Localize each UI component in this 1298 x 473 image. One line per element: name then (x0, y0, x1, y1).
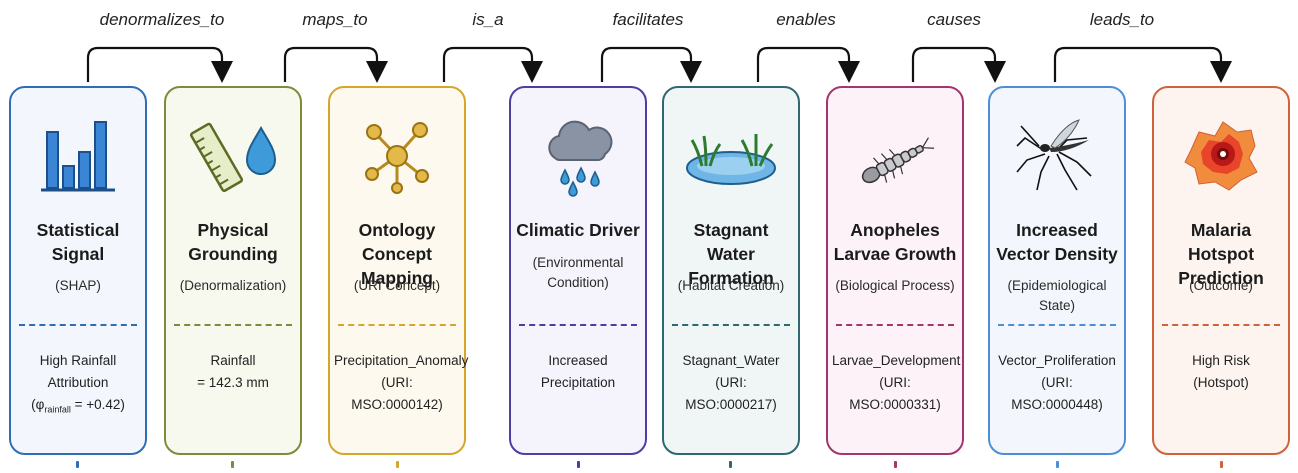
edge-label-denormalizes-to: denormalizes_to (99, 10, 225, 29)
edge-arrow-facilitates (600, 46, 702, 83)
edge-label-facilitates: facilitates (612, 10, 684, 29)
node-title: Malaria Hotspot Prediction (1178, 220, 1264, 288)
node-subtitle: (URI Concept) (353, 278, 441, 293)
node-title: Ontology Concept Mapping (358, 220, 436, 288)
node-subtitle: (SHAP) (55, 278, 101, 293)
node-statistical-signal: Statistical Signal (SHAP) High Rainfall … (9, 86, 147, 455)
node-value: High Risk (Hotspot) (1192, 353, 1250, 390)
node-title: Statistical Signal (36, 220, 120, 264)
divider (519, 324, 637, 326)
edge-arrow-maps-to (283, 46, 388, 83)
node-value: Increased Precipitation (540, 353, 616, 390)
node-value: Precipitation_Anomaly (URI: MSO:0000142) (334, 353, 469, 412)
node-title: Increased Vector Density (996, 220, 1118, 264)
node-subtitle: (Environmental Condition) (532, 255, 624, 290)
marker (76, 461, 79, 468)
marker (1220, 461, 1223, 468)
edge-label-maps-to: maps_to (302, 10, 368, 29)
rain-cloud-icon (511, 100, 645, 210)
marker (729, 461, 732, 468)
heatmap-hotspot-icon (1154, 100, 1288, 210)
concept-graph-icon (330, 100, 464, 210)
node-title: Stagnant Water Formation (688, 220, 774, 288)
node-value: Larvae_Development (URI: MSO:0000331) (832, 353, 961, 412)
edge-arrow-enables (756, 46, 860, 83)
node-subtitle: (Epidemiological State) (1007, 278, 1107, 313)
edge-label-is-a: is_a (472, 10, 504, 29)
edge-label-causes: causes (927, 10, 981, 29)
node-title: Anopheles Larvae Growth (833, 220, 957, 264)
mosquito-icon (990, 100, 1124, 210)
divider (1162, 324, 1280, 326)
node-ontology-concept-mapping: Ontology Concept Mapping (URI Concept) P… (328, 86, 469, 455)
edge-label-enables: enables (776, 10, 836, 29)
node-title: Climatic Driver (516, 220, 640, 240)
ruler-water-drop-icon (166, 100, 300, 210)
divider (338, 324, 456, 326)
larva-icon (828, 100, 962, 210)
divider (174, 324, 292, 326)
node-value: Stagnant_Water (URI: MSO:0000217) (682, 353, 780, 412)
node-subtitle: (Outcome) (1189, 278, 1253, 293)
divider (19, 324, 137, 326)
node-value: Vector_Proliferation (URI: MSO:0000448) (998, 353, 1116, 412)
node-value: Rainfall = 142.3 mm (197, 353, 269, 390)
node-physical-grounding: Physical Grounding (Denormalization) Rai… (164, 86, 302, 455)
marker (894, 461, 897, 468)
edge-arrow-leads-to (1053, 46, 1232, 83)
edge-arrow-is-a (442, 46, 543, 83)
divider (836, 324, 954, 326)
divider (998, 324, 1116, 326)
marker (1056, 461, 1059, 468)
node-anopheles-larvae-growth: Anopheles Larvae Growth (Biological Proc… (826, 86, 964, 455)
node-climatic-driver: Climatic Driver (Environmental Condition… (509, 86, 647, 455)
edge-arrow-causes (911, 46, 1006, 83)
bar-chart-icon (11, 100, 145, 210)
node-value: High Rainfall Attribution (φrainfall = +… (31, 353, 125, 415)
node-subtitle: (Denormalization) (179, 278, 287, 293)
node-subtitle: (Habitat Creation) (677, 278, 785, 293)
node-increased-vector-density: Increased Vector Density (Epidemiologica… (988, 86, 1126, 455)
node-malaria-hotspot-prediction: Malaria Hotspot Prediction (Outcome) Hig… (1152, 86, 1290, 455)
node-stagnant-water-formation: Stagnant Water Formation (Habitat Creati… (662, 86, 800, 455)
marker (231, 461, 234, 468)
edge-label-leads-to: leads_to (1089, 10, 1155, 29)
pond-icon (664, 100, 798, 210)
marker (396, 461, 399, 468)
node-subtitle: (Biological Process) (835, 278, 955, 293)
divider (672, 324, 790, 326)
node-title: Physical Grounding (188, 220, 278, 264)
edge-arrow-denormalizes-to (86, 46, 233, 83)
marker (577, 461, 580, 468)
